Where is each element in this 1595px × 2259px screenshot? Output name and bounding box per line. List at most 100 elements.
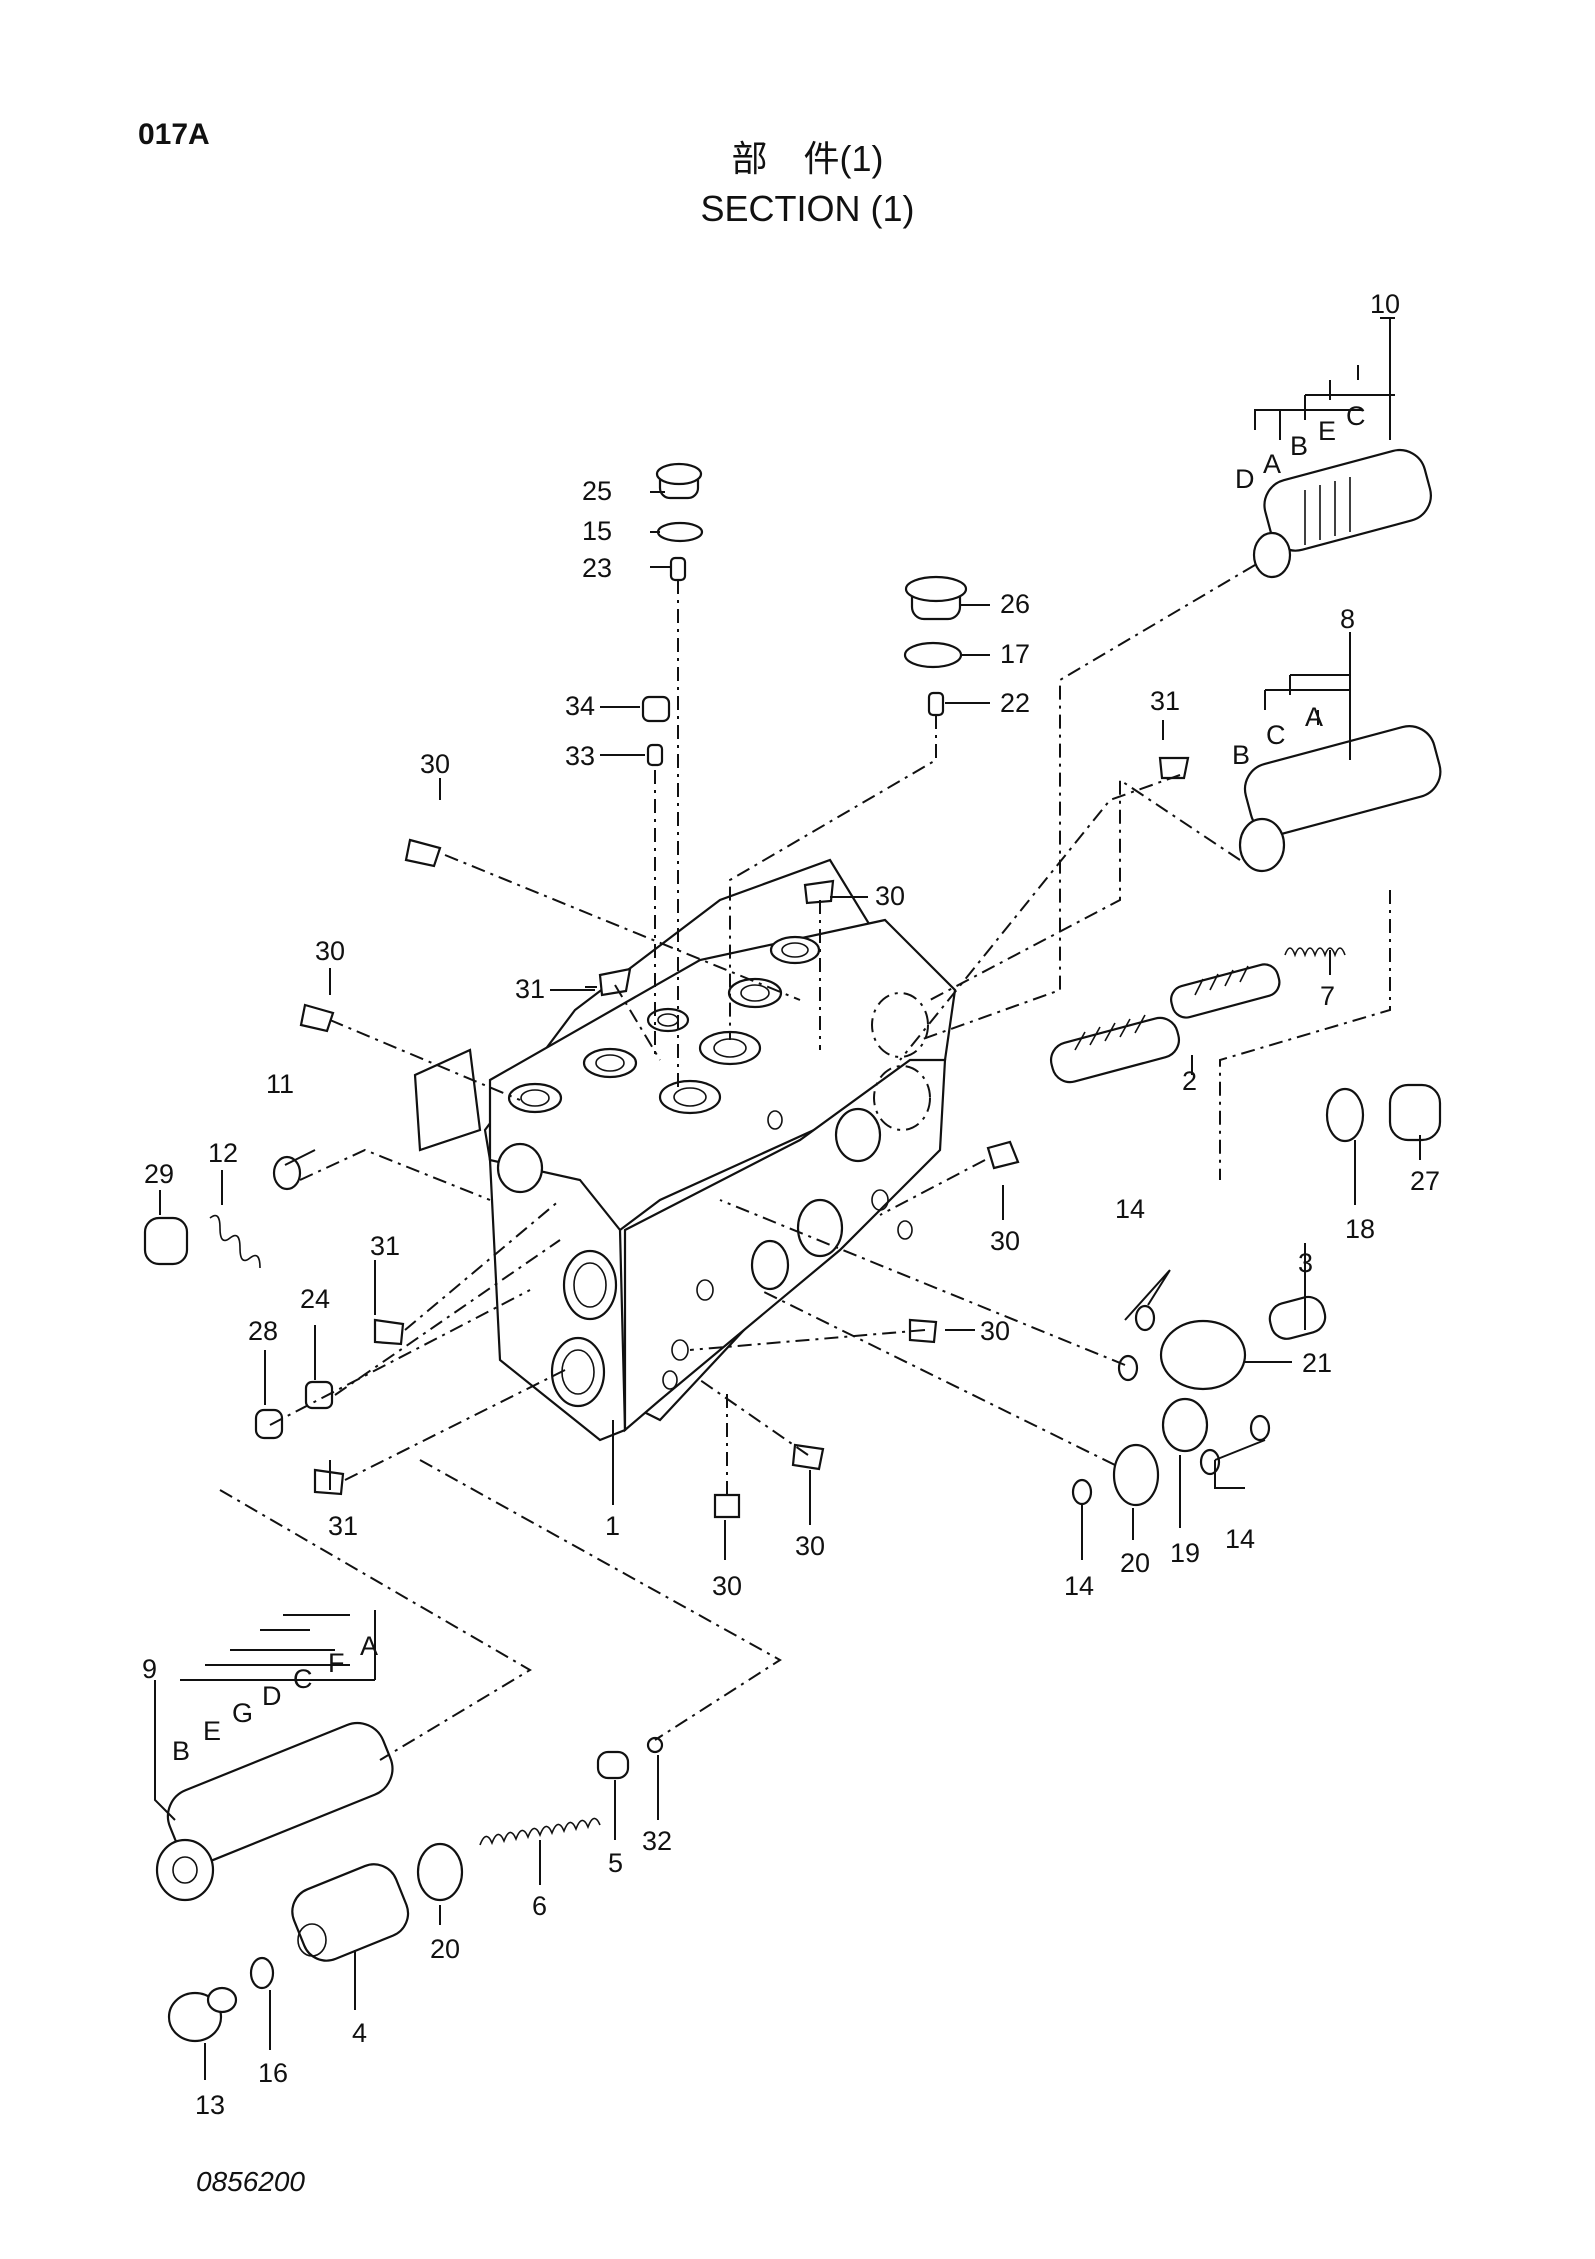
callout-27: 27 xyxy=(1410,1166,1440,1196)
relief-valve-10 xyxy=(1252,448,1432,579)
part-9-sub-c: C xyxy=(293,1664,313,1694)
callout-14-c: 14 xyxy=(1064,1571,1094,1601)
callout-30-a: 30 xyxy=(420,749,450,779)
callout-15: 15 xyxy=(582,516,612,546)
o-ring-17 xyxy=(903,641,963,669)
callout-14-a: 14 xyxy=(1115,1194,1145,1224)
callout-16: 16 xyxy=(258,2058,288,2088)
ball-32 xyxy=(646,1736,664,1754)
spring-6 xyxy=(479,1817,601,1846)
part-9-sub-e: E xyxy=(203,1716,221,1746)
callout-19: 19 xyxy=(1170,1538,1200,1568)
callout-20-b: 20 xyxy=(430,1934,460,1964)
callout-11: 11 xyxy=(266,1069,294,1099)
callout-17: 17 xyxy=(1000,639,1030,669)
callout-30-d: 30 xyxy=(990,1226,1020,1256)
callout-22: 22 xyxy=(1000,688,1030,718)
section-title-english: SECTION (1) xyxy=(700,188,915,229)
o-ring-14-b xyxy=(1117,1354,1139,1382)
o-ring-21 xyxy=(1159,1319,1247,1391)
callout-2: 2 xyxy=(1182,1066,1197,1096)
callout-33: 33 xyxy=(565,741,595,771)
callout-24: 24 xyxy=(300,1284,330,1314)
callout-13: 13 xyxy=(195,2090,225,2120)
callout-31-b: 31 xyxy=(1150,686,1180,716)
plug-4 xyxy=(291,1863,410,1962)
plug-13 xyxy=(167,1986,238,2043)
callout-29: 29 xyxy=(144,1159,174,1189)
part-8-sub-a: A xyxy=(1305,702,1323,732)
assembly-lines xyxy=(219,564,1391,1761)
callout-6: 6 xyxy=(532,1891,547,1921)
o-ring-20-lower xyxy=(416,1842,464,1902)
part-10-sub-a: A xyxy=(1263,449,1281,479)
callout-32: 32 xyxy=(642,1826,672,1856)
o-ring-16 xyxy=(249,1956,275,1990)
part-9-sub-d: D xyxy=(262,1681,282,1711)
callout-labels: 10 8 9 25 15 23 26 17 22 34 33 30 30 30 … xyxy=(142,289,1440,2120)
callout-21: 21 xyxy=(1302,1348,1332,1378)
o-ring-14-e xyxy=(1071,1478,1093,1506)
callout-5: 5 xyxy=(608,1848,623,1878)
poppet-5 xyxy=(596,1750,630,1780)
part-10-sub-c: C xyxy=(1346,401,1366,431)
callout-7: 7 xyxy=(1320,981,1335,1011)
callout-30-e: 30 xyxy=(980,1316,1010,1346)
callout-30-g: 30 xyxy=(712,1571,742,1601)
part-9-sub-a: A xyxy=(360,1631,378,1661)
o-ring-14-a xyxy=(1134,1304,1156,1332)
part-10-sub-e: E xyxy=(1318,416,1336,446)
o-ring-20 xyxy=(1112,1443,1160,1507)
valve-body xyxy=(413,858,957,1442)
callout-30-c: 30 xyxy=(875,881,905,911)
plug-33 xyxy=(646,743,664,767)
plug-26 xyxy=(904,575,968,621)
callout-9: 9 xyxy=(142,1654,157,1684)
o-ring-19 xyxy=(1161,1397,1209,1453)
callout-31-d: 31 xyxy=(328,1511,358,1541)
callout-14-b: 14 xyxy=(1225,1524,1255,1554)
callout-31-a: 31 xyxy=(515,974,545,1004)
callout-26: 26 xyxy=(1000,589,1030,619)
callout-20-a: 20 xyxy=(1120,1548,1150,1578)
part-9-sub-b: B xyxy=(172,1736,190,1766)
callout-28: 28 xyxy=(248,1316,278,1346)
relief-valve-8 xyxy=(1238,725,1442,873)
part-10-sub-d: D xyxy=(1235,464,1255,494)
o-ring-14-c xyxy=(1249,1414,1271,1442)
callout-34: 34 xyxy=(565,691,595,721)
callout-1: 1 xyxy=(605,1511,620,1541)
part-8-sub-b: B xyxy=(1232,740,1250,770)
ring-11 xyxy=(272,1155,302,1191)
valve-cartridge-9 xyxy=(155,1721,394,1902)
plug-25 xyxy=(655,462,703,500)
part-9-sub-g: G xyxy=(232,1698,253,1728)
callout-30-f: 30 xyxy=(795,1531,825,1561)
plug-23 xyxy=(669,556,687,582)
callout-25: 25 xyxy=(582,476,612,506)
callout-30-b: 30 xyxy=(315,936,345,966)
drawing-number: 0856200 xyxy=(196,2166,306,2197)
callout-18: 18 xyxy=(1345,1214,1375,1244)
sub-letter-labels: D A B E C B C A B E G D C F A xyxy=(172,401,1366,1766)
plug-28 xyxy=(254,1408,284,1440)
o-ring-15 xyxy=(656,521,704,543)
section-title-japanese: 部 件(1) xyxy=(731,138,884,179)
part-9-sub-f: F xyxy=(328,1648,345,1678)
plug-34 xyxy=(641,695,671,723)
spool-assembly xyxy=(1049,947,1442,1340)
callout-8: 8 xyxy=(1340,604,1355,634)
callout-31-c: 31 xyxy=(370,1231,400,1261)
plug-24 xyxy=(304,1380,334,1410)
page-code: 017A xyxy=(138,118,210,151)
o-ring-14-d xyxy=(1199,1448,1221,1476)
bolts xyxy=(299,756,1190,1519)
callout-10: 10 xyxy=(1370,289,1400,319)
callout-12: 12 xyxy=(208,1138,238,1168)
part-8-sub-c: C xyxy=(1266,720,1286,750)
callout-23: 23 xyxy=(582,553,612,583)
leader-lines xyxy=(154,317,1421,2080)
plug-22 xyxy=(927,691,945,717)
part-10-sub-b: B xyxy=(1290,431,1308,461)
